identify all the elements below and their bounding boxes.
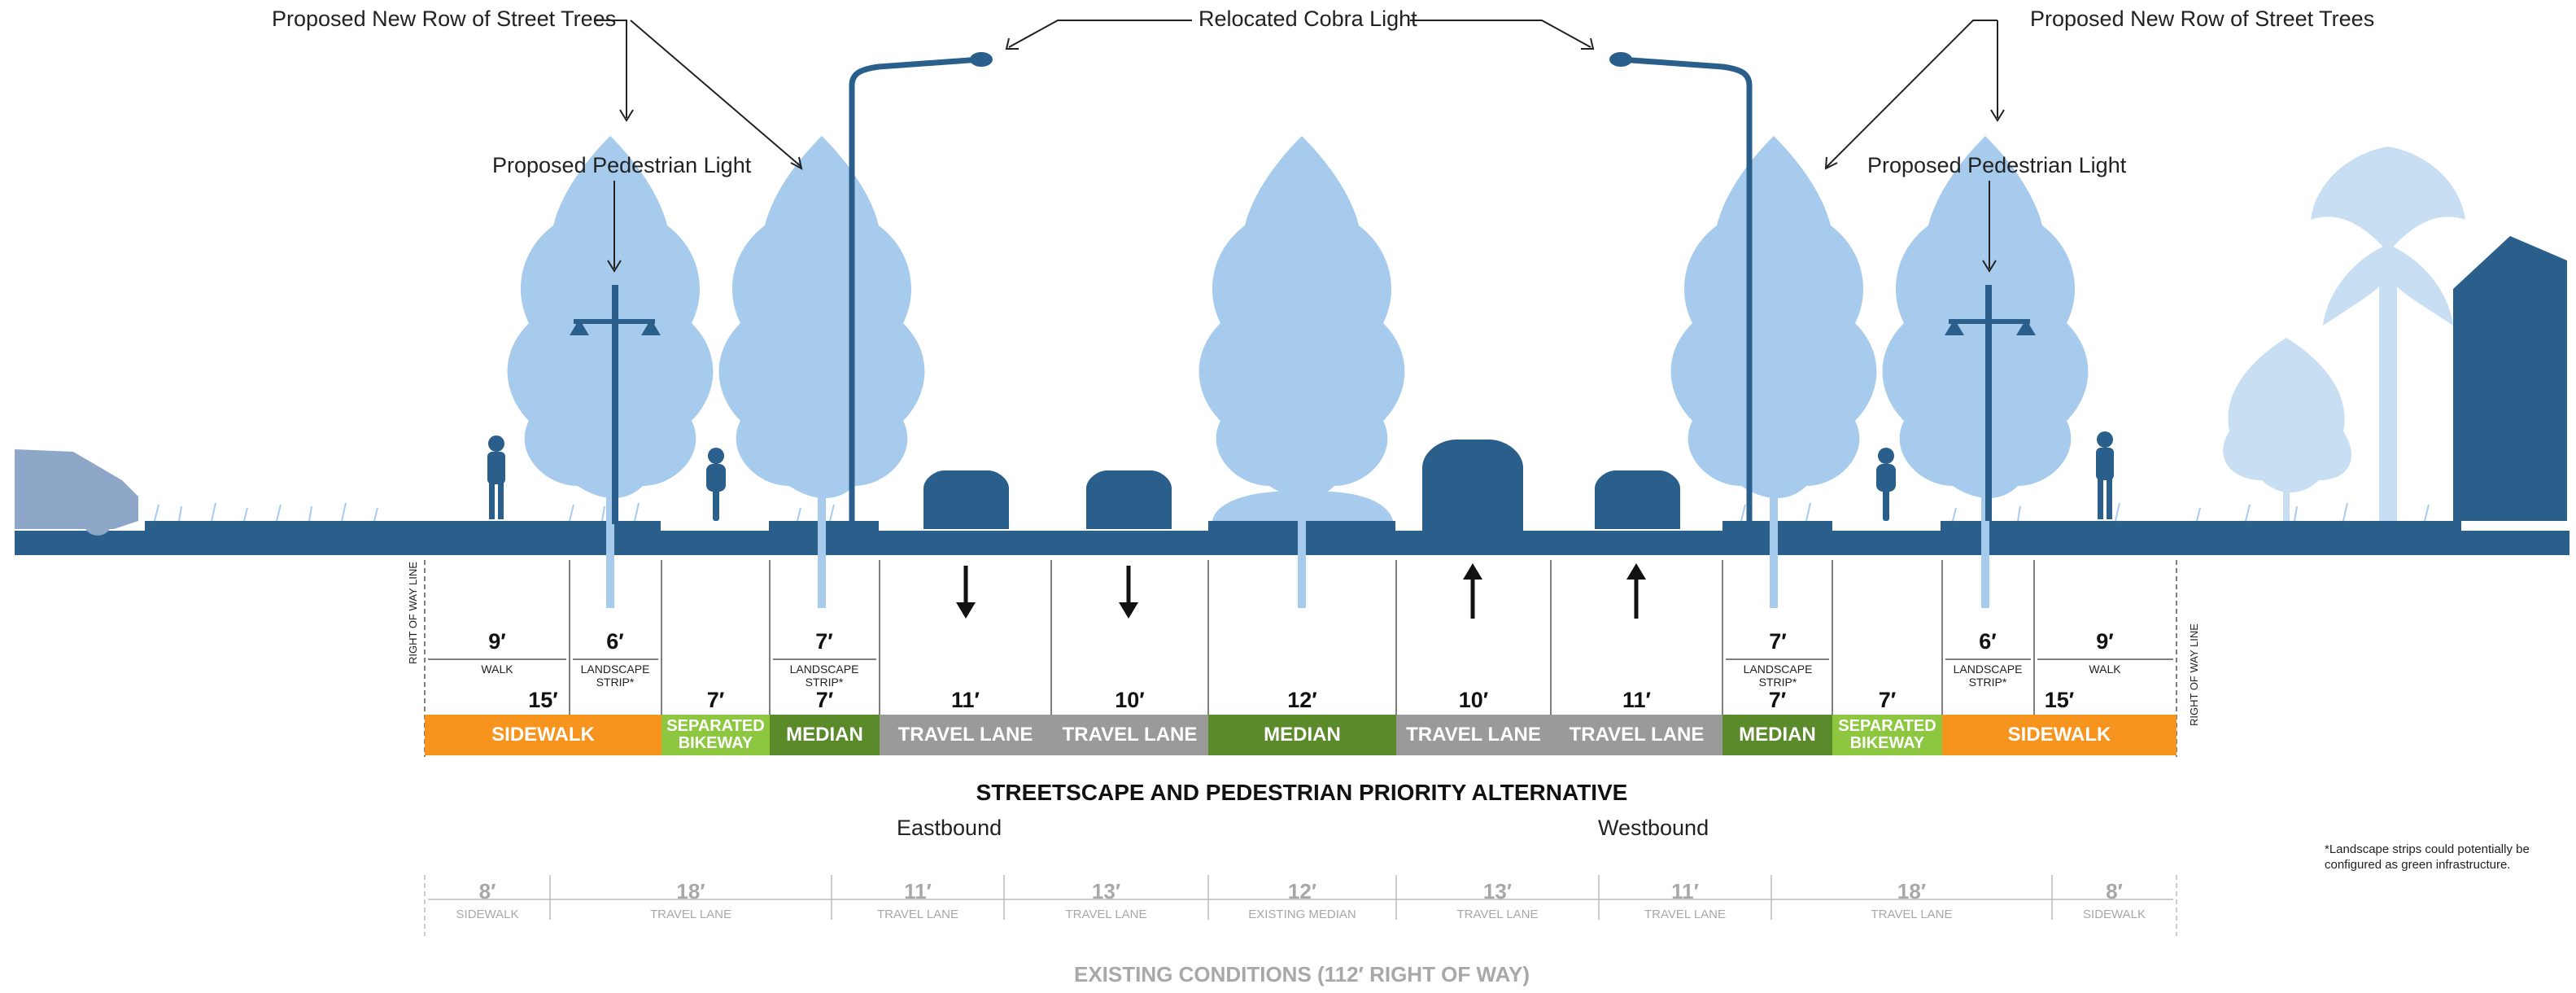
existing-segment-width: 13′ <box>1482 879 1513 903</box>
pedestrian-light-left <box>570 285 661 524</box>
callout-arrowheads <box>607 37 2005 273</box>
sub-segment-label: WALK <box>481 663 513 676</box>
segment-width: 7′ <box>815 688 834 712</box>
sub-segment-width: 7′ <box>1769 629 1787 654</box>
pedestrian-right <box>2096 431 2114 519</box>
building <box>2453 236 2567 521</box>
segment-width: 10′ <box>1458 688 1489 712</box>
sub-segment-width: 7′ <box>815 629 833 654</box>
segment-width: 15′ <box>528 688 558 712</box>
cyclist-right <box>1876 448 1896 521</box>
segment-bar: MEDIAN <box>770 715 880 755</box>
existing-segment-label: TRAVEL LANE <box>1456 908 1539 921</box>
cyclist-left <box>706 448 726 521</box>
segment-bar: SIDEWALK <box>1942 715 2177 755</box>
cobra-light-right <box>1620 56 1753 521</box>
segment-width: 11′ <box>1622 688 1652 712</box>
footnote: *Landscape strips could potentially be c… <box>2325 842 2530 872</box>
sub-segment-label: LANDSCAPE STRIP* <box>1953 663 2023 689</box>
segment-bar: TRAVEL LANE <box>1551 715 1722 755</box>
car-westbound-1 <box>1422 440 1523 531</box>
existing-segment-width: 11′ <box>904 879 932 903</box>
sub-segment-label: LANDSCAPE STRIP* <box>580 663 650 689</box>
right-of-way-label-left: RIGHT OF WAY LINE <box>407 562 419 664</box>
road-base <box>15 531 2569 555</box>
eastbound-label: Eastbound <box>897 816 1002 840</box>
parked-car-left <box>15 449 138 529</box>
segment-bar: TRAVEL LANE <box>1396 715 1551 755</box>
background-palm <box>2311 147 2465 521</box>
sub-segment-width: 6′ <box>1979 629 1997 654</box>
existing-segment-label: EXISTING MEDIAN <box>1248 908 1356 921</box>
segment-width: 15′ <box>2044 688 2075 712</box>
proposed-title: STREETSCAPE AND PEDESTRIAN PRIORITY ALTE… <box>976 780 1628 805</box>
dimension-lines <box>424 560 2177 757</box>
background-tree <box>2223 338 2351 521</box>
existing-segment-label: SIDEWALK <box>2083 908 2146 921</box>
pedestrian-left <box>487 435 505 519</box>
callout-cobra-light: Relocated Cobra Light <box>1198 7 1417 31</box>
left-curb <box>145 521 661 532</box>
existing-segment-width: 18′ <box>676 879 705 903</box>
callout-leaders <box>594 20 1998 269</box>
segment-bar: SIDEWALK <box>425 715 661 755</box>
callout-ped-light-right: Proposed Pedestrian Light <box>1867 153 2127 177</box>
segment-width: 11′ <box>950 688 980 712</box>
median-shrub <box>1212 491 1393 521</box>
segment-bar: TRAVEL LANE <box>1051 715 1208 755</box>
existing-segment-label: TRAVEL LANE <box>876 908 959 921</box>
segment-width: 12′ <box>1287 688 1317 712</box>
existing-segment-width: 12′ <box>1287 879 1317 903</box>
car-eastbound-1 <box>923 470 1009 529</box>
segment-width: 7′ <box>1768 688 1787 712</box>
existing-dimension-lines <box>424 875 2177 936</box>
existing-segment-width: 8′ <box>478 879 496 903</box>
car-westbound-2 <box>1595 470 1680 529</box>
existing-segment-label: TRAVEL LANE <box>1644 908 1727 921</box>
callout-trees-right: Proposed New Row of Street Trees <box>2030 7 2375 31</box>
pedestrian-light-right <box>1945 285 2036 521</box>
segment-width: 10′ <box>1115 688 1145 712</box>
callout-ped-light-left: Proposed Pedestrian Light <box>492 153 752 177</box>
existing-segment-label: TRAVEL LANE <box>1065 908 1147 921</box>
sub-segment-width: 9′ <box>2096 629 2114 654</box>
existing-segment-width: 8′ <box>2106 879 2123 903</box>
existing-segment-label: SIDEWALK <box>456 908 519 921</box>
segment-bar: MEDIAN <box>1722 715 1832 755</box>
sub-segment-width: 9′ <box>488 629 506 654</box>
sub-segment-label: LANDSCAPE STRIP* <box>789 663 859 689</box>
car-eastbound-2 <box>1086 470 1172 529</box>
existing-segment-width: 13′ <box>1091 879 1121 903</box>
existing-segment-width: 11′ <box>1671 879 1699 903</box>
direction-arrows <box>956 563 1646 619</box>
segment-width: 7′ <box>706 688 725 712</box>
segment-bar: MEDIAN <box>1208 715 1396 755</box>
westbound-label: Westbound <box>1598 816 1709 840</box>
cobra-light-left <box>849 56 981 521</box>
segment-width: 7′ <box>1878 688 1897 712</box>
existing-segment-label: TRAVEL LANE <box>649 908 732 921</box>
right-curb <box>1941 521 2461 532</box>
right-of-way-label-right: RIGHT OF WAY LINE <box>2188 623 2200 726</box>
segment-bar: SEPARATED BIKEWAY <box>661 715 770 755</box>
callout-trees-left: Proposed New Row of Street Trees <box>272 7 617 31</box>
sub-segment-label: WALK <box>2089 663 2121 676</box>
segment-bar: TRAVEL LANE <box>880 715 1051 755</box>
sub-segment-width: 6′ <box>606 629 624 654</box>
sub-segment-label: LANDSCAPE STRIP* <box>1743 663 1813 689</box>
existing-title: EXISTING CONDITIONS (112′ RIGHT OF WAY) <box>1073 962 1530 986</box>
existing-segment-width: 18′ <box>1897 879 1927 903</box>
existing-segment-label: TRAVEL LANE <box>1871 908 1953 921</box>
segment-bar: SEPARATED BIKEWAY <box>1832 715 1942 755</box>
